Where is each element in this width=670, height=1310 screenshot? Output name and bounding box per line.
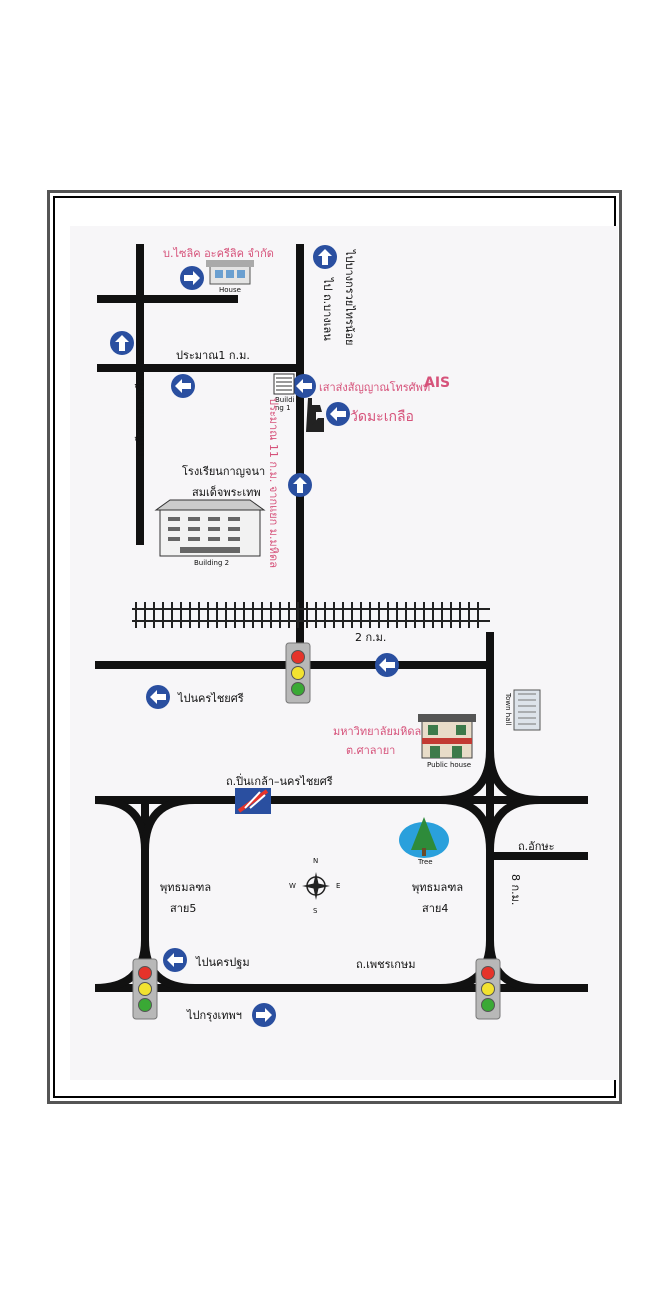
- distance-11km-label: ประมาณ 11 ก.ม. จากแยก ม.มหิดล: [267, 398, 280, 568]
- road-sign-icon: [235, 788, 271, 814]
- building1-label: Buildi ng 1: [275, 396, 295, 412]
- school-label-2: สมเด็จพระเทพ: [192, 486, 261, 499]
- road-up2-label: ไปบางกรวยไทรน้อย: [343, 250, 356, 346]
- to-nakhonchaisi-label: ไปนครไชยศรี: [178, 692, 244, 705]
- company-label: บ.ไซลิค อะครีลิค จำกัด: [163, 247, 274, 260]
- mahidol-label-1: มหาวิทยาลัยมหิดล: [333, 725, 422, 738]
- railway: [132, 602, 490, 628]
- school-label-1: โรงเรียนกาญจนา: [182, 465, 266, 478]
- compass-icon: [302, 872, 330, 900]
- aksa-road-label: ถ.อักษะ: [518, 840, 555, 853]
- arrow-up-icon: [110, 331, 134, 355]
- temple-icon: [306, 398, 324, 432]
- public-house-label: Public house: [427, 761, 472, 769]
- to-nakhonpathom-label: ไปนครปฐม: [196, 956, 250, 969]
- phuttha5-label-2: สาย5: [170, 902, 197, 915]
- arrow-right-icon: [180, 266, 204, 290]
- phuttha4-label-2: สาย4: [422, 902, 449, 915]
- town-hall-icon: [513, 689, 541, 731]
- upper-roads: [97, 244, 304, 665]
- building-icon: [273, 373, 295, 395]
- traffic-signal-icon: [475, 958, 501, 1020]
- road-up-label: ไป ถ.บางเลน: [321, 278, 334, 341]
- arrow-left-icon: [146, 685, 170, 709]
- soi-left-label: ถ.เลียบคลองทวี7: [134, 376, 147, 457]
- distance-1km-label: ประมาณ1 ก.ม.: [176, 349, 250, 362]
- tower-label: เสาส่งสัญญาณโทรศัพท์: [319, 381, 431, 394]
- arrow-left-icon: [375, 653, 399, 677]
- arrow-left-icon: [292, 374, 316, 398]
- to-bangkok-label: ไปกรุงเทพฯ: [187, 1009, 242, 1022]
- building2-label: Building 2: [194, 559, 230, 567]
- arrow-left-icon: [326, 402, 350, 426]
- phetkasem-road-label: ถ.เพชรเกษม: [356, 958, 416, 971]
- phuttha5-label-1: พุทธมลฑล: [160, 881, 212, 894]
- town-hall-label: Town hall: [504, 693, 512, 726]
- main-road-label: ถ.ปิ่นเกล้า–นครไชยศรี: [226, 775, 333, 788]
- compass-south-label: S: [313, 907, 318, 915]
- traffic-signal-icon: [132, 958, 158, 1020]
- distance-8km-label: 8 ก.ม.: [509, 874, 522, 906]
- arrow-left-icon: [171, 374, 195, 398]
- public-house-icon: [418, 714, 476, 759]
- phuttha4-label-1: พุทธมลฑล: [412, 881, 464, 894]
- compass-east-label: E: [336, 882, 341, 890]
- arrow-left-icon: [163, 948, 187, 972]
- distance-2km-label: 2 ก.ม.: [355, 631, 387, 644]
- school-building-icon: [154, 499, 266, 557]
- arrow-right-icon: [252, 1003, 276, 1027]
- arrow-up-icon: [313, 245, 337, 269]
- traffic-signal-icon: [285, 642, 311, 704]
- compass-north-label: N: [313, 857, 319, 865]
- tree-label: Tree: [418, 858, 433, 866]
- mahidol-label-2: ต.ศาลายา: [346, 744, 396, 757]
- tower-brand-label: AIS: [424, 375, 451, 391]
- house-label: House: [219, 286, 241, 294]
- tree-icon: [399, 817, 449, 858]
- house-icon: [206, 260, 254, 285]
- temple-label: วัดมะเกลือ: [350, 409, 414, 425]
- arrow-up-icon: [288, 473, 312, 497]
- compass-west-label: W: [289, 882, 296, 890]
